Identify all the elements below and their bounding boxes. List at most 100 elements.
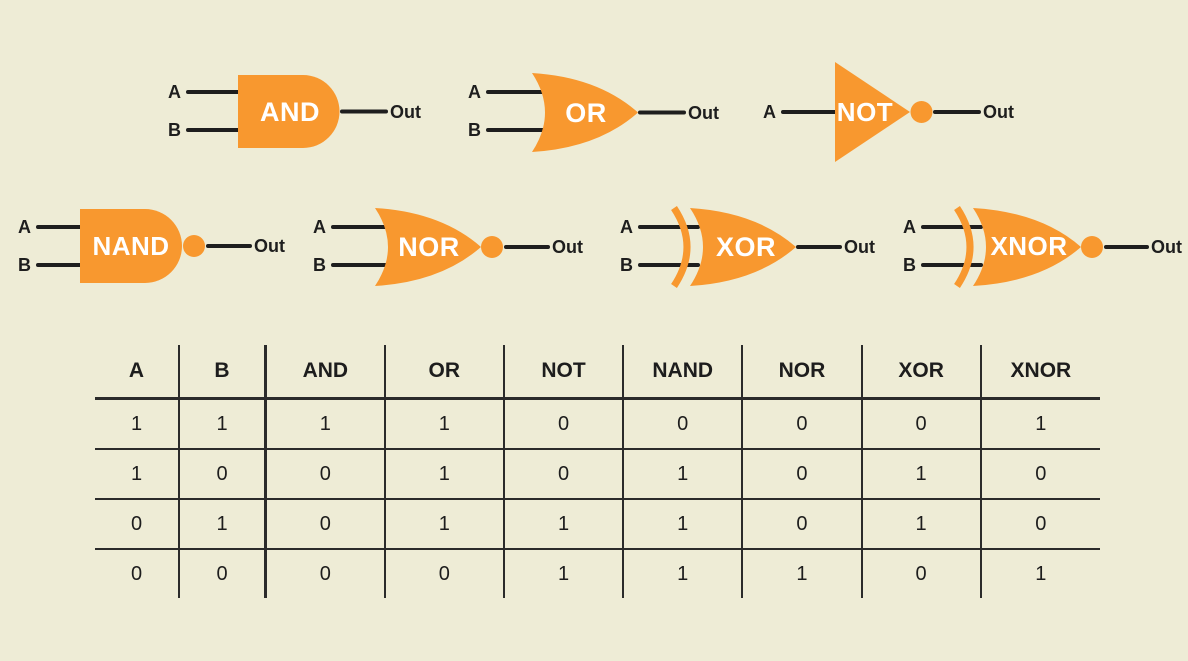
table-cell: 0 — [130, 562, 143, 585]
table-cell: 0 — [178, 449, 266, 500]
inverter-bubble — [183, 235, 205, 257]
table-cell: 0 — [860, 398, 981, 450]
table-cell: 0 — [95, 499, 179, 550]
table-header-or: OR — [383, 345, 504, 400]
input-label-b: B — [313, 255, 326, 275]
and-gate-figure: A B AND Out — [168, 75, 421, 148]
table-cell: 0 — [263, 499, 385, 550]
inverter-bubble — [481, 236, 503, 258]
table-cell: 1 — [622, 499, 743, 550]
not-gate-shape — [835, 62, 910, 162]
output-label: Out — [844, 237, 875, 257]
table-header-xor: XOR — [860, 345, 981, 400]
gate-label: XNOR — [990, 231, 1067, 261]
input-label-b: B — [168, 120, 181, 140]
xor-gate-figure: A B XOR Out — [620, 206, 875, 288]
table-cell: 1 — [95, 398, 179, 450]
table-header-xnor: XNOR — [979, 345, 1100, 400]
input-label-b: B — [18, 255, 31, 275]
gate-label: NAND — [92, 231, 169, 261]
input-label-a: A — [18, 217, 31, 237]
or-gate-figure: A B OR Out — [468, 73, 719, 152]
table-cell: 0 — [178, 549, 266, 598]
table-cell: 0 — [383, 549, 504, 598]
table-cell: 1 — [622, 549, 743, 598]
xnor-gate-shape — [973, 208, 1081, 286]
table-header-nand: NAND — [622, 345, 743, 400]
table-cell: 1 — [383, 398, 504, 450]
table-cell: 0 — [860, 549, 981, 598]
table-cell: 1 — [622, 449, 743, 500]
table-cell: 1 — [741, 549, 862, 598]
nor-gate-shape — [375, 208, 481, 286]
table-header-nor: NOR — [741, 345, 862, 400]
gate-label: XOR — [716, 232, 776, 262]
xor-gate-shape — [690, 208, 796, 286]
table-cell: 1 — [178, 398, 266, 450]
output-label: Out — [983, 102, 1014, 122]
xnor-gate-figure: A B XNOR Out — [903, 206, 1182, 288]
output-label: Out — [552, 237, 583, 257]
not-gate-figure: A NOT Out — [763, 62, 1014, 162]
input-label-a: A — [903, 217, 916, 237]
table-cell: 1 — [502, 499, 624, 550]
input-label-a: A — [620, 217, 633, 237]
table-cell: 0 — [502, 449, 624, 500]
output-label: Out — [1151, 237, 1182, 257]
table-header-not: NOT — [502, 345, 624, 400]
input-label-a: A — [763, 102, 776, 122]
table-cell: 1 — [860, 499, 981, 550]
input-label-b: B — [468, 120, 481, 140]
input-label-a: A — [468, 82, 481, 102]
table-cell: 0 — [502, 398, 624, 450]
xnor-extra-curve — [954, 206, 974, 288]
table-cell: 1 — [979, 398, 1100, 450]
table-header-a: A — [95, 345, 179, 400]
table-cell: 0 — [979, 499, 1100, 550]
inverter-bubble — [1081, 236, 1103, 258]
table-cell: 0 — [741, 499, 862, 550]
table-cell: 1 — [979, 549, 1100, 598]
table-cell: 0 — [263, 449, 385, 500]
output-label: Out — [254, 236, 285, 256]
input-label-a: A — [168, 82, 181, 102]
input-label-a: A — [313, 217, 326, 237]
inverter-bubble — [910, 101, 933, 123]
table-cell: 1 — [95, 449, 179, 500]
table-cell: 0 — [979, 449, 1100, 500]
output-label: Out — [390, 102, 421, 122]
table-cell: 0 — [622, 398, 743, 450]
gate-label: NOR — [398, 232, 460, 262]
nor-gate-figure: A B NOR Out — [313, 208, 583, 286]
table-cell: 1 — [383, 449, 504, 500]
nand-gate-shape — [80, 209, 182, 283]
table-cell: 0 — [741, 398, 862, 450]
table-cell: 1 — [860, 449, 981, 500]
input-label-b: B — [620, 255, 633, 275]
gate-label: NOT — [837, 97, 893, 127]
nand-gate-figure: A B NAND Out — [18, 209, 285, 283]
input-label-b: B — [903, 255, 916, 275]
table-header-and: AND — [263, 345, 385, 400]
table-cell: 0 — [741, 449, 862, 500]
and-gate-shape — [238, 75, 340, 148]
table-cell: 1 — [263, 398, 385, 450]
or-gate-shape — [532, 73, 638, 152]
xor-extra-curve — [671, 206, 691, 288]
gate-label: OR — [565, 98, 607, 128]
table-header-b: B — [178, 345, 266, 400]
output-label: Out — [688, 103, 719, 123]
table-cell: 0 — [263, 549, 385, 598]
gate-label: AND — [260, 97, 320, 127]
table-cell: 1 — [383, 499, 504, 550]
